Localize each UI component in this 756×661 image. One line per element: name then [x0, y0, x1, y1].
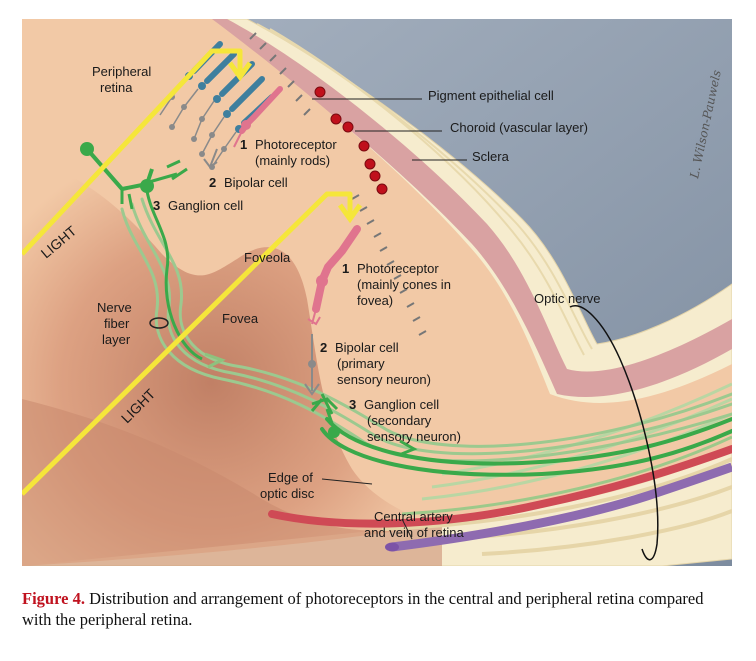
label-central-artery-1: Central artery [374, 509, 453, 524]
label-bipolar-bottom-2: (primary [337, 356, 385, 371]
label-ganglion-bottom-3: sensory neuron) [367, 429, 461, 444]
label-photoreceptor-bottom-3: fovea) [357, 293, 393, 308]
figure-caption: Figure 4. Distribution and arrangement o… [22, 588, 734, 630]
label-peripheral-retina-1: Peripheral [92, 64, 151, 79]
vein-cross-section [385, 542, 399, 552]
light-beam-top [22, 48, 253, 256]
axon-arrow-fovea [204, 352, 226, 369]
label-bipolar-bottom-num: 2 [320, 340, 327, 355]
nerve-fiber-layer-axons [120, 197, 732, 477]
axon-arrow-disc [398, 439, 418, 457]
label-choroid: Choroid (vascular layer) [450, 120, 588, 135]
label-bipolar-bottom-3: sensory neuron) [337, 372, 431, 387]
label-photoreceptor-top-num: 1 [240, 137, 247, 152]
label-ganglion-bottom-num: 3 [349, 397, 356, 412]
label-bipolar-top-num: 2 [209, 175, 216, 190]
label-nerve-fiber-3: layer [102, 332, 131, 347]
choroid-vessels [314, 86, 388, 195]
nerve-fiber-layer-marker [149, 317, 169, 329]
fovea-base [22, 399, 442, 566]
label-foveola: Foveola [244, 250, 291, 265]
leader-lines [312, 98, 467, 540]
label-edge-disc-1: Edge of [268, 470, 313, 485]
cone-cell-fovea [307, 225, 361, 326]
caption-label: Figure 4. [22, 589, 85, 608]
label-ganglion-bottom-1: Ganglion cell [364, 397, 439, 412]
label-central-artery-2: and vein of retina [364, 525, 465, 540]
optic-nerve-outline [569, 305, 659, 561]
label-peripheral-retina-2: retina [100, 80, 133, 95]
central-vein [391, 462, 732, 552]
ganglion-cell-peripheral [80, 142, 203, 361]
label-bipolar-bottom-1: Bipolar cell [335, 340, 399, 355]
label-optic-nerve: Optic nerve [534, 291, 600, 306]
label-ganglion-bottom-2: (secondary [367, 413, 432, 428]
label-nerve-fiber-2: fiber [104, 316, 130, 331]
label-photoreceptor-top-1: Photoreceptor [255, 137, 337, 152]
label-fovea: Fovea [222, 311, 259, 326]
cone-cell-peripheral [233, 86, 283, 148]
retina-diagram: Peripheral retina Pigment epithelial cel… [22, 19, 732, 566]
label-ganglion-top-num: 3 [153, 198, 160, 213]
label-photoreceptor-bottom-num: 1 [342, 261, 349, 276]
light-beam-bottom [22, 191, 363, 496]
label-ganglion-top: Ganglion cell [168, 198, 243, 213]
retina-diagram-svg: Peripheral retina Pigment epithelial cel… [22, 19, 732, 566]
label-sclera: Sclera [472, 149, 510, 164]
label-photoreceptor-bottom-2: (mainly cones in [357, 277, 451, 292]
central-artery [268, 445, 732, 528]
label-bipolar-top: Bipolar cell [224, 175, 288, 190]
signal-arrow-peripheral [203, 148, 218, 169]
label-pigment-epithelial: Pigment epithelial cell [428, 88, 554, 103]
label-nerve-fiber-1: Nerve [97, 300, 132, 315]
pigment-epithelium-layer [207, 19, 732, 397]
bipolar-cell-fovea [304, 334, 320, 396]
label-photoreceptor-bottom-1: Photoreceptor [357, 261, 439, 276]
caption-text: Distribution and arrangement of photorec… [22, 589, 704, 629]
ganglion-cell-fovea [310, 393, 340, 438]
label-photoreceptor-top-2: (mainly rods) [255, 153, 330, 168]
label-edge-disc-2: optic disc [260, 486, 315, 501]
pigment-epithelium-ticks [249, 32, 427, 336]
